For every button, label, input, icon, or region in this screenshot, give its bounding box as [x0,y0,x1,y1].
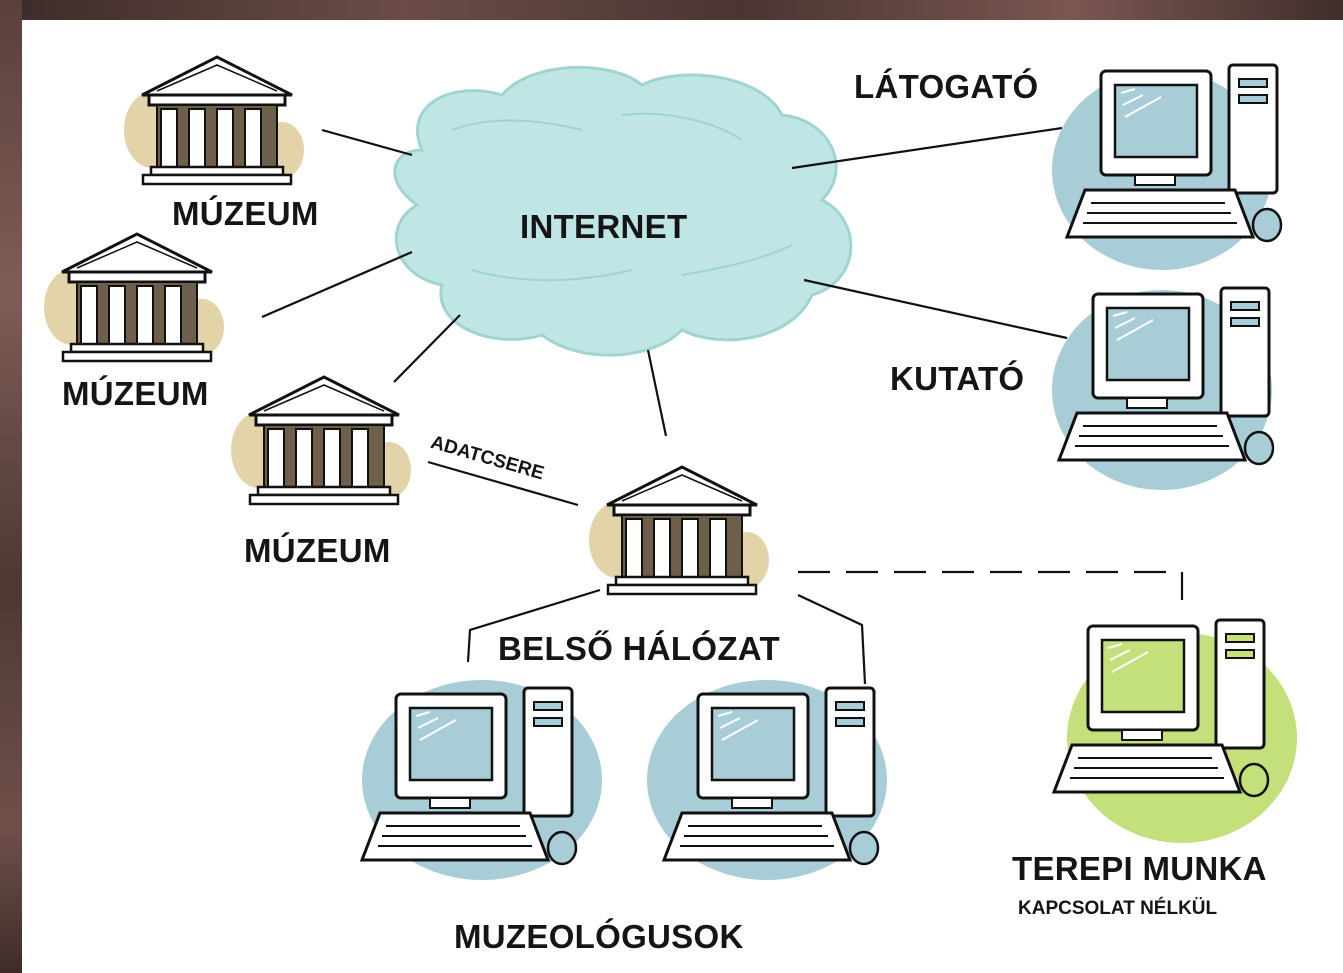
edge-internal-curator1 [466,588,601,663]
internet-label: INTERNET [520,208,688,245]
connections [261,126,1184,685]
field-computer-icon [1051,618,1297,843]
museum-label: MÚZEUM [62,375,209,412]
museum-icon [122,55,306,186]
edge-internal-curator2 [797,594,867,685]
left-frame [0,0,22,973]
museum-label: MÚZEUM [244,532,391,569]
computer-icon [647,680,887,880]
edge-offline-fieldwork [798,570,1184,600]
museum-icon [587,465,771,596]
edge-data-exchange [427,460,579,507]
edge-museum2-internet [261,250,413,319]
edge-internet-researcher [803,278,1068,340]
museum-icon [229,375,413,506]
diagram-canvas: INTERNET MÚZEUM MÚZEUM MÚZEUM LÁTOGATÓ K… [22,20,1343,973]
museum-label: MÚZEUM [172,195,319,232]
edge-internet-internal [646,349,668,437]
visitor-label: LÁTOGATÓ [854,68,1039,105]
researcher-label: KUTATÓ [890,360,1025,397]
fieldwork-label: TEREPI MUNKA [1012,850,1267,887]
computer-icon [1052,63,1283,270]
edge-internet-visitor [791,126,1063,170]
internet-cloud [393,65,853,357]
edge-museum1-internet [321,128,413,157]
computer-icon [360,680,602,880]
top-frame [0,0,1343,20]
internal-network-label: BELSŐ HÁLÓZAT [498,630,780,667]
museum-icon [42,232,226,363]
network-diagram [42,55,1297,880]
curators-label: MUZEOLÓGUSOK [454,918,744,955]
computer-icon [1052,286,1275,490]
edge-museum3-internet [393,314,461,383]
offline-label: KAPCSOLAT NÉLKÜL [1018,898,1218,919]
